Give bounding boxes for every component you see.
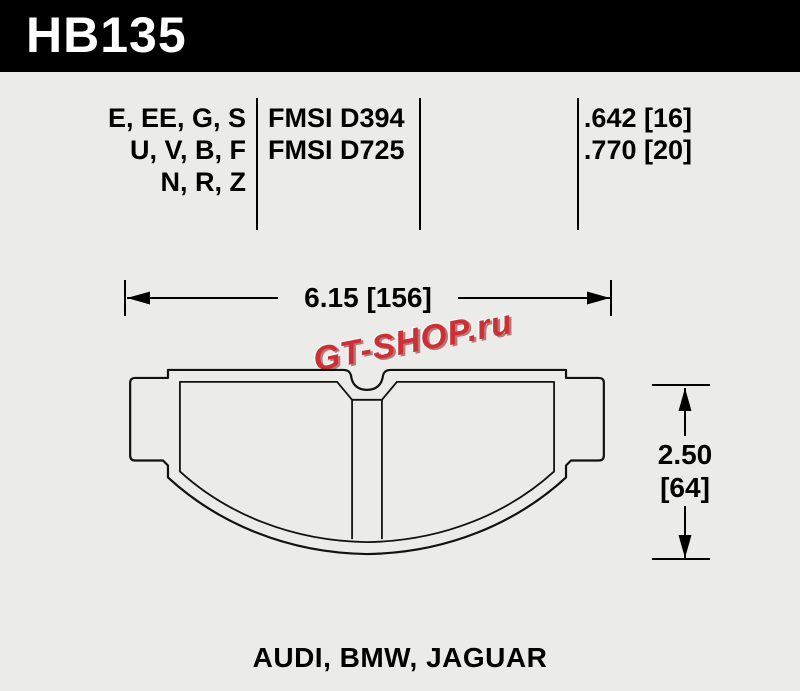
fmsi-column: FMSI D394 FMSI D725	[268, 102, 468, 166]
height-extension-line-bottom	[652, 558, 710, 560]
table-divider-line	[419, 98, 421, 230]
height-dimension-mm: [64]	[660, 472, 710, 503]
header-bar: HB135	[0, 0, 800, 72]
vehicle-applications: AUDI, BMW, JAGUAR	[252, 642, 548, 673]
width-dimension-label: 6.15 [156]	[278, 282, 458, 314]
thickness-row: .642 [16]	[583, 103, 692, 133]
compound-codes-column: E, EE, G, S U, V, B, F N, R, Z	[80, 102, 246, 198]
width-extension-line-right	[610, 280, 612, 316]
fmsi-row: FMSI D394	[268, 103, 405, 133]
table-divider-line	[577, 98, 579, 230]
height-dimension-inches: 2.50	[657, 439, 713, 470]
fmsi-row: FMSI D725	[268, 135, 405, 165]
compound-row: N, R, Z	[160, 167, 247, 197]
pad-thickness-column: .642 [16] .770 [20]	[535, 102, 692, 166]
thickness-row: .770 [20]	[583, 135, 692, 165]
width-extension-line-left	[124, 280, 126, 316]
brake-pad-drawing	[129, 368, 605, 556]
part-number: HB135	[26, 7, 187, 63]
height-dimension-label: 2.50 [64]	[647, 436, 723, 506]
table-divider-line	[256, 98, 258, 230]
compound-row: U, V, B, F	[129, 135, 246, 165]
compound-row: E, EE, G, S	[107, 103, 246, 133]
height-extension-line-top	[652, 384, 710, 386]
